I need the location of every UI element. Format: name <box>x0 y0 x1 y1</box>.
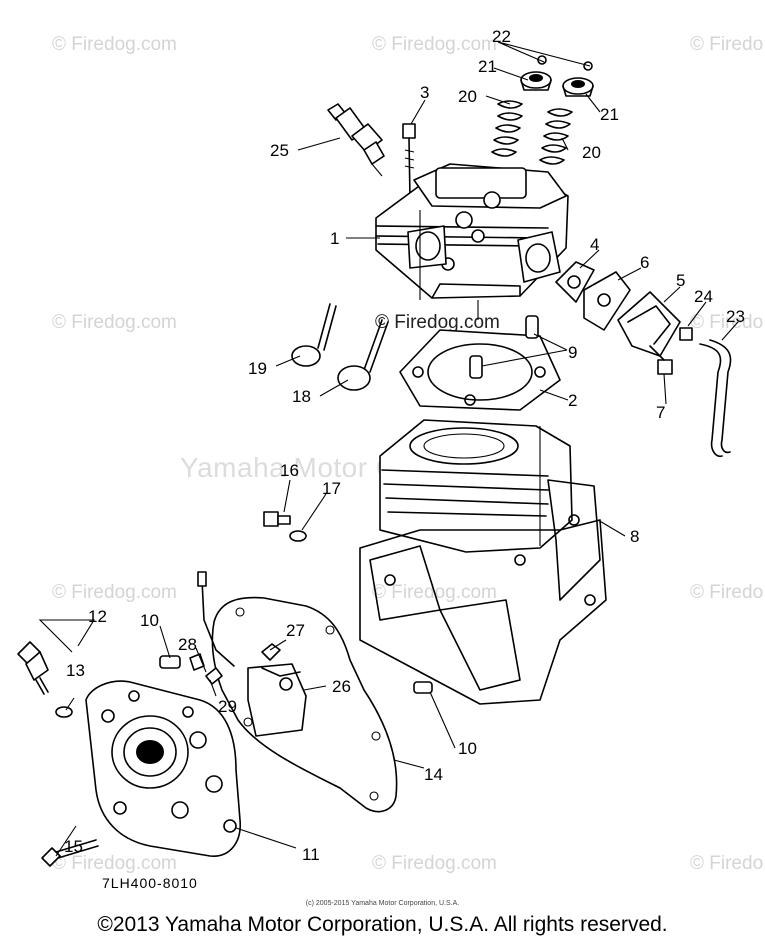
leader-lines <box>38 41 739 857</box>
callout-16: 16 <box>280 461 299 480</box>
small-copyright: (c) 2005-2015 Yamaha Motor Corporation, … <box>305 900 460 907</box>
callout-27: 27 <box>286 621 305 640</box>
watermark: © Firedog.com <box>52 853 177 874</box>
callout-14: 14 <box>424 765 443 784</box>
callout-22: 22 <box>492 27 511 46</box>
watermark: © Firedo <box>690 34 764 55</box>
callout-24: 24 <box>694 287 713 306</box>
watermark: © Firedo <box>690 853 764 874</box>
copyright-footer: ©2013 Yamaha Motor Corporation, U.S.A. A… <box>97 913 668 936</box>
callout-5: 5 <box>676 271 685 290</box>
watermark: © Firedog.com <box>375 312 500 333</box>
head-bolt <box>402 123 416 201</box>
valve-spring-right <box>539 108 573 165</box>
callout-9: 9 <box>568 343 577 362</box>
sensor-bolt-29 <box>189 653 223 685</box>
callout-1: 1 <box>330 229 339 248</box>
callout-20: 20 <box>582 143 601 162</box>
breather-gasket <box>555 261 595 303</box>
spring-retainer-right <box>562 77 594 97</box>
callout-21: 21 <box>478 57 497 76</box>
intake-valve <box>337 319 389 391</box>
spark-plug <box>327 103 385 177</box>
callout-4: 4 <box>590 235 599 254</box>
callout-19: 19 <box>248 359 267 378</box>
watermark: © Firedog.com <box>52 34 177 55</box>
callout-25: 25 <box>270 141 289 160</box>
callout-28: 28 <box>178 635 197 654</box>
crankcase-gasket <box>211 596 398 813</box>
breather-cover <box>617 291 681 357</box>
callout-7: 7 <box>656 403 665 422</box>
callout-29: 29 <box>218 697 237 716</box>
callout-13: 13 <box>66 661 85 680</box>
watermark: © Firedog.com <box>372 853 497 874</box>
oil-filler-cap <box>17 641 49 695</box>
callout-2: 2 <box>568 391 577 410</box>
callout-21: 21 <box>600 105 619 124</box>
callout-18: 18 <box>292 387 311 406</box>
callout-3: 3 <box>420 83 429 102</box>
dowel-pin-left <box>159 655 181 669</box>
drain-washer <box>289 530 307 542</box>
dowel-pins <box>469 315 539 379</box>
valve-cotters <box>537 55 593 71</box>
watermark: © Firedog.com <box>52 312 177 333</box>
exhaust-valve <box>291 303 337 367</box>
cylinder-head <box>375 163 569 320</box>
callout-17: 17 <box>322 479 341 498</box>
spring-retainer-left <box>520 71 552 91</box>
sensor-bolt-27 <box>261 643 281 661</box>
callout-26: 26 <box>332 677 351 696</box>
drain-bolt <box>263 511 291 527</box>
cover-bolt-15 <box>41 839 99 867</box>
watermark: © Firedo <box>690 582 764 603</box>
callout-8: 8 <box>630 527 639 546</box>
breather-hose <box>699 339 732 458</box>
valve-spring-left <box>491 100 523 157</box>
oil-level-sensor <box>197 571 307 737</box>
callout-12: 12 <box>88 607 107 626</box>
watermark: © Firedog.com <box>372 34 497 55</box>
callout-10: 10 <box>458 739 477 758</box>
callout-11: 11 <box>302 845 320 864</box>
oil-filler-oring <box>55 706 73 718</box>
callout-labels: 22 21 21 20 20 3 25 1 4 6 5 24 23 9 19 1… <box>64 27 745 864</box>
crankcase-cover <box>85 680 241 857</box>
callout-6: 6 <box>640 253 649 272</box>
breather-plate <box>583 271 631 331</box>
watermark: © Firedog.com <box>52 582 177 603</box>
diagram-code: 7LH400-8010 <box>102 875 198 891</box>
plug-24 <box>679 327 693 341</box>
cover-bolt <box>649 345 673 375</box>
dowel-pin-right <box>413 681 433 694</box>
callout-23: 23 <box>726 307 745 326</box>
callout-10: 10 <box>140 611 159 630</box>
callout-15: 15 <box>64 837 83 856</box>
watermark: © Firedo <box>690 312 764 333</box>
cylinder-block <box>359 419 607 705</box>
callout-20: 20 <box>458 87 477 106</box>
